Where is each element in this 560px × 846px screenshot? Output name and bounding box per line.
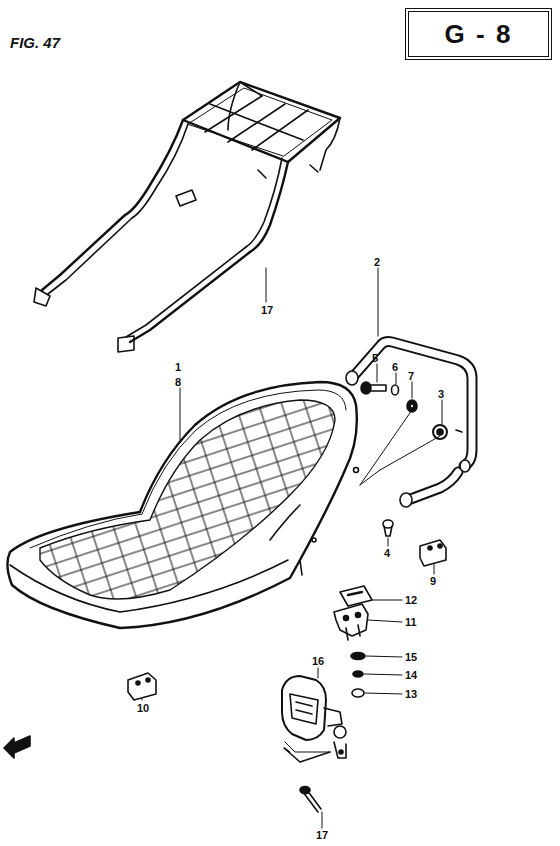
screw bbox=[300, 787, 321, 813]
callout-number: 3 bbox=[438, 389, 444, 400]
callout-number: 12 bbox=[405, 595, 417, 606]
callout-number: 4 bbox=[384, 548, 390, 559]
callout-number: 6 bbox=[392, 362, 398, 373]
callout-number: 14 bbox=[405, 670, 417, 681]
seat-lock bbox=[282, 676, 346, 762]
seat bbox=[0, 380, 360, 628]
leader-lines bbox=[142, 268, 442, 828]
pin bbox=[383, 520, 393, 536]
callout-number: 17 bbox=[316, 830, 328, 841]
seat-latch bbox=[334, 586, 372, 640]
callout-number: 17 bbox=[261, 305, 273, 316]
figure-code-box: G - 8 bbox=[405, 8, 552, 60]
front-arrow bbox=[4, 736, 30, 758]
callout-number: 11 bbox=[405, 617, 417, 628]
callout-number: 16 bbox=[312, 656, 324, 667]
callout-number: 10 bbox=[137, 703, 149, 714]
bracket bbox=[128, 673, 156, 700]
bracket bbox=[420, 540, 446, 566]
washer bbox=[351, 653, 365, 660]
callout-number: 7 bbox=[408, 371, 414, 382]
callout-number: 5 bbox=[372, 353, 378, 364]
callout-number: 9 bbox=[430, 576, 436, 587]
figure-title: FIG. 47 bbox=[10, 34, 60, 51]
callout-number: 2 bbox=[374, 257, 380, 268]
callout-number: 1 bbox=[175, 362, 181, 373]
washer bbox=[353, 671, 363, 677]
grab-handle bbox=[346, 342, 472, 508]
callout-number: 8 bbox=[175, 377, 181, 388]
callout-number: 13 bbox=[405, 689, 417, 700]
small-hardware bbox=[360, 382, 447, 485]
figure-code: G - 8 bbox=[445, 19, 513, 50]
callout-number: 15 bbox=[405, 652, 417, 663]
nut bbox=[352, 689, 364, 697]
carrier-rack bbox=[34, 82, 340, 352]
